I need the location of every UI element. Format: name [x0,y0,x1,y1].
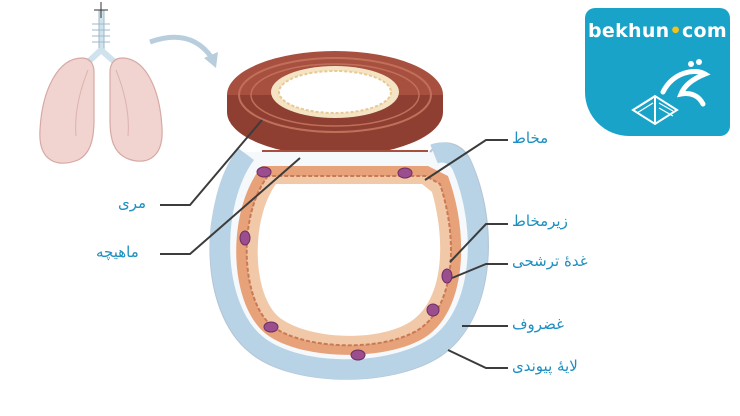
label-esophagus: مری [118,194,147,212]
leader-muscle [160,157,301,255]
leader-gland [451,263,508,279]
leader-mucosa [424,139,508,181]
lumen [257,184,441,336]
label-gland: غدهٔ ترشحی [512,252,588,270]
crosshair-icon [94,2,108,18]
watermark-text: bekhun•com [588,20,727,42]
leader-lines [160,119,508,369]
label-mucosa: مخاط [512,129,549,147]
gland [263,321,279,333]
gland [426,303,440,317]
leader-esophagus [160,119,263,206]
watermark-badge: bekhun•com [585,8,730,136]
book-logo-icon [631,59,711,126]
label-connective: لایهٔ پیوندی [512,357,578,375]
gland [239,230,251,246]
secretory-glands [239,166,453,361]
leader-submucosa [449,223,508,263]
label-cartilage: غضروف [512,315,564,333]
label-muscle: ماهیچه [96,243,139,261]
gland [256,166,272,178]
arrow-icon [149,34,218,68]
lungs-icon [39,9,163,164]
gland [350,349,366,361]
cartilage-band [210,142,488,380]
label-submucosa: زیرمخاط [512,212,568,230]
gland [441,268,453,284]
leader-connective [447,349,508,369]
gland [397,167,413,179]
trachea-top-ring [227,51,443,156]
